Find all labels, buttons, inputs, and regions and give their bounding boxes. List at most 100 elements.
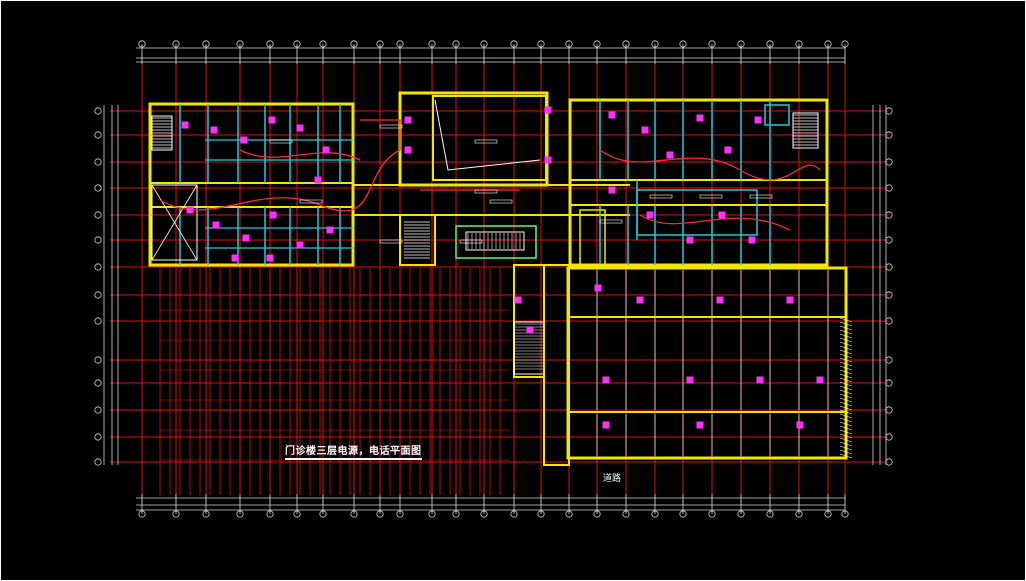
axis-bubble	[593, 40, 601, 48]
west-elevator-shaft	[151, 184, 198, 261]
power-outlet-symbol	[404, 146, 412, 154]
axis-bubble	[537, 510, 545, 518]
axis-bubble	[319, 40, 327, 48]
central-hall-wall	[398, 91, 549, 187]
power-outlet-symbol	[696, 114, 704, 122]
power-outlet-symbol	[269, 211, 277, 219]
edge-hatch	[839, 321, 853, 327]
axis-bubble	[396, 40, 404, 48]
axis-bubble	[708, 40, 716, 48]
edge-hatch	[839, 433, 853, 439]
axis-bubble	[885, 158, 893, 166]
axis-bubble	[94, 433, 102, 441]
axis-bubble	[293, 40, 301, 48]
edge-hatch	[839, 317, 853, 323]
edge-hatch	[839, 325, 853, 331]
axis-bubble	[824, 510, 832, 518]
east-stair	[792, 112, 819, 149]
power-outlet-symbol	[686, 376, 694, 384]
east-shaft	[579, 209, 606, 266]
power-outlet-symbol	[322, 146, 330, 154]
power-outlet-symbol	[186, 206, 194, 214]
shaft-cross	[151, 184, 198, 261]
atrium-roof-outline	[434, 99, 541, 171]
power-outlet-symbol	[748, 236, 756, 244]
edge-hatch	[839, 373, 853, 379]
power-outlet-symbol	[602, 421, 610, 429]
power-outlet-symbol	[756, 376, 764, 384]
axis-bubble	[266, 40, 274, 48]
edge-hatch	[839, 413, 853, 419]
power-outlet-symbol	[641, 126, 649, 134]
equipment-legend-inner	[465, 231, 525, 251]
axis-bubble	[480, 40, 488, 48]
axis-bubble	[622, 510, 630, 518]
power-outlet-symbol	[602, 376, 610, 384]
axis-bubble	[138, 40, 146, 48]
axis-bubble	[94, 263, 102, 271]
annotation-text-mark	[459, 239, 483, 244]
annotation-text-mark	[269, 139, 293, 144]
edge-hatch	[839, 365, 853, 371]
electrical-circuit	[239, 149, 361, 161]
axis-bubble	[94, 211, 102, 219]
power-outlet-symbol	[296, 124, 304, 132]
edge-hatch	[839, 441, 853, 447]
power-outlet-symbol	[526, 326, 534, 334]
edge-hatch	[839, 377, 853, 383]
axis-bubble	[708, 510, 716, 518]
axis-bubble	[885, 184, 893, 192]
axis-bubble	[885, 356, 893, 364]
yard-label: 道路	[603, 474, 622, 484]
axis-bubble	[94, 356, 102, 364]
atrium-wall	[432, 95, 547, 181]
axis-bubble	[766, 510, 774, 518]
power-outlet-symbol	[181, 121, 189, 129]
edge-hatch	[839, 445, 853, 451]
edge-hatch	[839, 405, 853, 411]
axis-bubble	[510, 510, 518, 518]
edge-hatch	[839, 385, 853, 391]
power-outlet-symbol	[404, 116, 412, 124]
annotation-text-mark	[649, 194, 673, 199]
axis-bubble	[319, 510, 327, 518]
edge-hatch	[839, 361, 853, 367]
axis-bubble	[885, 458, 893, 466]
axis-bubble	[885, 291, 893, 299]
axis-bubble	[737, 510, 745, 518]
edge-hatch	[839, 349, 853, 355]
edge-hatch	[839, 425, 853, 431]
equipment-legend-box	[455, 225, 537, 259]
edge-hatch	[839, 409, 853, 415]
axis-bubble	[885, 107, 893, 115]
drawing-title: 门诊楼三层电源，电话平面图	[285, 442, 422, 460]
edge-hatch	[839, 449, 853, 455]
axis-bubble	[795, 510, 803, 518]
axis-bubble	[94, 107, 102, 115]
electrical-circuit	[159, 149, 401, 212]
edge-hatch	[839, 337, 853, 343]
axis-bubble	[94, 158, 102, 166]
power-outlet-symbol	[210, 126, 218, 134]
power-outlet-symbol	[242, 234, 250, 242]
east-wing-outer-wall	[568, 98, 829, 267]
power-outlet-symbol	[544, 156, 552, 164]
axis-bubble	[452, 510, 460, 518]
power-outlet-symbol	[268, 116, 276, 124]
power-outlet-symbol	[686, 236, 694, 244]
power-outlet-symbol	[724, 146, 732, 154]
axis-bubble	[94, 131, 102, 139]
axis-bubble	[236, 510, 244, 518]
axis-bubble	[428, 510, 436, 518]
edge-hatch	[839, 453, 853, 459]
axis-bubble	[795, 40, 803, 48]
edge-hatch	[839, 393, 853, 399]
axis-bubble	[452, 40, 460, 48]
axis-bubble	[293, 510, 301, 518]
axis-bubble	[94, 291, 102, 299]
axis-bubble	[94, 317, 102, 325]
power-outlet-symbol	[296, 241, 304, 249]
parking-outer-wall	[566, 266, 848, 460]
edge-hatch	[839, 401, 853, 407]
